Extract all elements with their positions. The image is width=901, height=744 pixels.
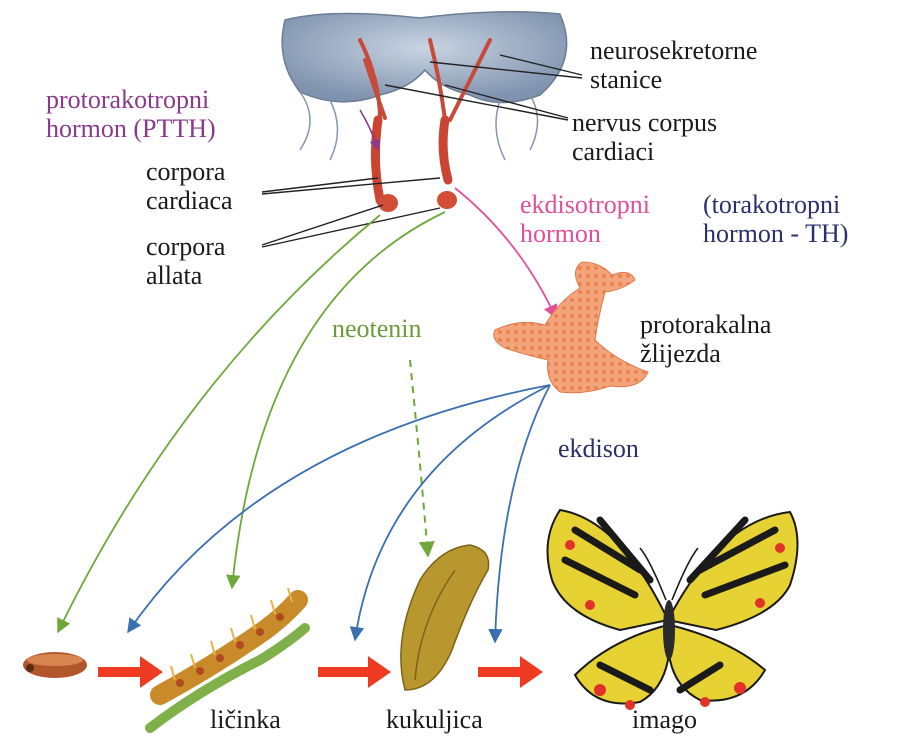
label-ptth: protorakotropni hormon (PTTH) — [46, 85, 216, 143]
label-ekdison: ekdison — [558, 434, 639, 463]
label-kukuljica: kukuljica — [386, 705, 483, 734]
label-neurosekretorne: neurosekretorne stanice — [590, 36, 757, 94]
stage-arrow-3 — [478, 656, 543, 688]
pupa-icon — [401, 545, 489, 690]
label-nervus-corpus-cardiaci: nervus corpus cardiaci — [572, 108, 717, 166]
label-torakotropni-hormon: (torakotropni hormon - TH) — [703, 190, 848, 248]
ekdison-arrow-to-imago — [495, 385, 550, 642]
label-corpora-allata: corpora allata — [146, 232, 225, 290]
label-protorakalna-zlijezda: protorakalna žlijezda — [640, 310, 771, 368]
pointer-allata-2 — [262, 208, 440, 247]
egg-larva-icon — [23, 652, 87, 678]
ekdison-arrow-to-egg — [128, 385, 550, 632]
label-ekdisotropni-hormon: ekdisotropni hormon — [520, 190, 650, 248]
stage-arrow-1 — [98, 656, 163, 688]
stage-arrow-2 — [318, 656, 391, 688]
label-licinka: ličinka — [210, 705, 281, 734]
label-neotenin: neotenin — [332, 314, 422, 343]
pointer-cardiaca-2 — [262, 178, 440, 194]
label-corpora-cardiaca: corpora cardiaca — [146, 157, 233, 215]
neotenin-dashed-arrow — [410, 360, 428, 556]
label-imago: imago — [632, 705, 697, 734]
butterfly-icon — [548, 510, 798, 710]
prothoracic-gland-illustration — [494, 262, 648, 393]
